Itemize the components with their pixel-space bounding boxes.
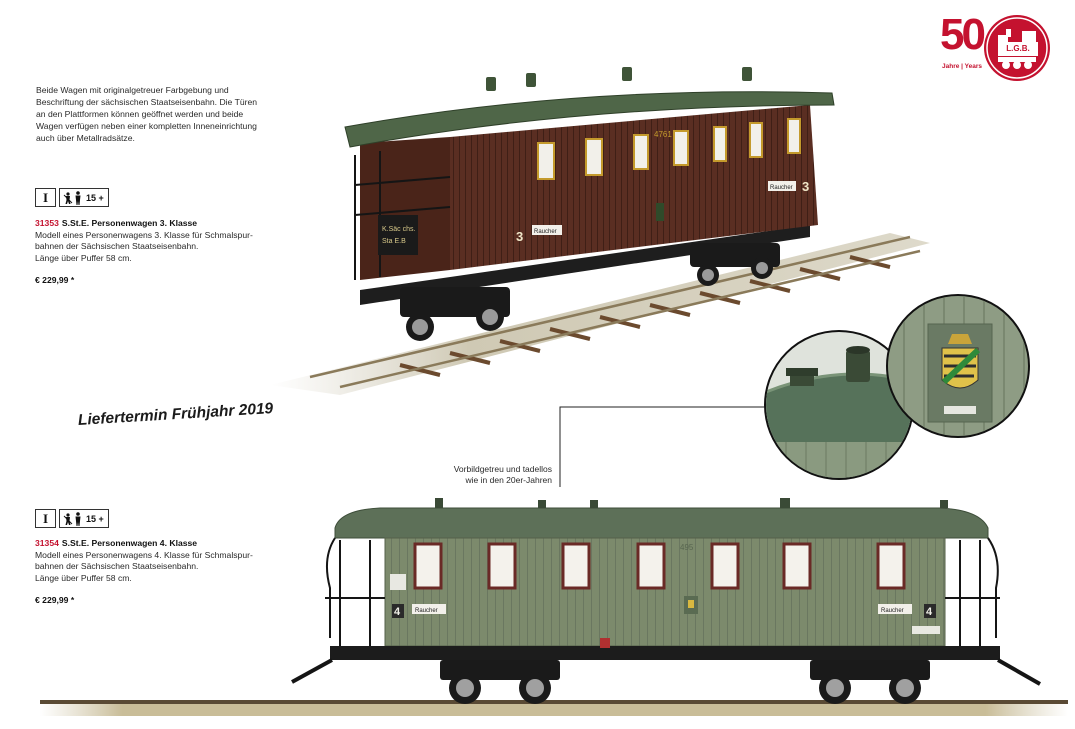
product-desc-line: bahnen der Sächsischen Staatseisenbahn.: [35, 241, 199, 251]
info-label-left: [390, 574, 406, 590]
product-icons-31353: I 15 +: [35, 188, 109, 207]
product-desc-line: Länge über Puffer 58 cm.: [35, 252, 132, 263]
logo-brand: L.G.B.: [998, 42, 1038, 56]
bogie-left: [440, 660, 560, 704]
product-icons-31354: I 15 +: [35, 509, 109, 528]
product-price: € 229,99 *: [35, 595, 75, 605]
roof-vents: [435, 498, 948, 508]
track-ballast: [40, 702, 1068, 716]
gauge-icon: I: [35, 509, 56, 528]
age-rating-label: 15 +: [86, 192, 104, 203]
smoker-sign-left: [412, 604, 446, 614]
car-windows: [537, 118, 801, 180]
detail-circle-roof-vents: [764, 330, 914, 480]
age-rating-badge: 15 +: [59, 509, 109, 528]
age-rating-badge: 15 +: [59, 188, 109, 207]
platform-railing-right: [945, 537, 1000, 648]
car-roof: [334, 507, 989, 539]
smoker-sign-right-text: Raucher: [770, 185, 793, 191]
smoker-sign-right-text: Raucher: [881, 608, 904, 614]
logo-number: 50: [940, 10, 986, 59]
car-windows: [413, 542, 906, 590]
product-desc-line: Modell eines Personenwagens 4. Klasse fü…: [35, 549, 253, 560]
product-desc-line: Modell eines Personenwagens 3. Klasse fü…: [35, 229, 253, 240]
bogie-right: [810, 660, 930, 704]
intro-line: Wagen verfügen neben einer kompletten In…: [36, 121, 257, 131]
brake-handle: [600, 638, 610, 648]
product-desc-line: Länge über Puffer 58 cm.: [35, 572, 132, 583]
gauge-icon: I: [35, 188, 56, 207]
car-number: 495: [680, 543, 694, 552]
intro-text: Beide Wagen mit originalgetreuer Farbgeb…: [36, 84, 286, 144]
callout-line: Vorbildgetreu und tadellos: [453, 464, 552, 474]
bogie-front: [400, 287, 510, 341]
smoker-sign-left-text: Raucher: [534, 229, 557, 235]
class-plate-right: [924, 604, 936, 618]
roof-vents: [486, 67, 752, 91]
class-number-right: 3: [802, 179, 809, 194]
adult-child-icon: [63, 511, 81, 526]
intro-line: Beschriftung der sächsischen Staatseisen…: [36, 97, 258, 107]
product-number: 31354: [35, 538, 59, 548]
platform-railing: [354, 151, 451, 280]
callout-leader-line: [559, 406, 770, 487]
class-number-left: 3: [516, 229, 523, 244]
end-plate-text-2: Sta E.B: [382, 238, 406, 245]
logo-disc: [984, 15, 1050, 81]
intro-line: auch über Metallradsätze.: [36, 133, 135, 143]
logo-subtitle: Jahre | Years: [942, 63, 983, 70]
smoker-sign-right: [878, 604, 912, 614]
product-number: 31353: [35, 218, 59, 228]
smoker-sign-right: [768, 181, 796, 191]
platform-railing-left: [325, 537, 385, 648]
end-plate: [378, 215, 418, 255]
delivery-date-heading: Liefertermin Frühjahr 2019: [77, 400, 274, 429]
age-rating-label: 15 +: [86, 513, 104, 524]
product-desc-line: bahnen der Sächsischen Staatseisenbahn.: [35, 561, 199, 571]
coupler-right: [997, 658, 1041, 686]
callout-line: wie in den 20er-Jahren: [465, 475, 552, 485]
coupler-left: [291, 658, 333, 684]
car-31353-image: K.Säc chs. Sta E.B 3 3 Raucher Raucher 4…: [270, 67, 930, 395]
bogie-rear: [690, 243, 780, 286]
track-rail: [40, 700, 1068, 704]
car-number: 4761: [654, 130, 672, 139]
detail-callout: Vorbildgetreu und tadellos wie in den 20…: [412, 464, 552, 486]
class-number-right: 4: [926, 606, 933, 618]
end-plate-text-1: K.Säc chs.: [382, 226, 416, 233]
detail-circle-coat-of-arms: [886, 294, 1030, 438]
car-31354-image: 4 Raucher Raucher 4 495: [40, 498, 1068, 716]
track-rails: [309, 235, 921, 389]
adult-child-icon: [63, 190, 81, 205]
smoker-sign-left: [532, 225, 562, 235]
coat-of-arms: [684, 596, 698, 614]
coat-of-arms-detail-image: [903, 296, 1025, 436]
class-number-left: 4: [394, 606, 401, 618]
coat-of-arms: [656, 203, 664, 221]
intro-line: Beide Wagen mit originalgetreuer Farbgeb…: [36, 85, 229, 95]
product-price: € 229,99 *: [35, 275, 75, 285]
lgb-50-years-logo: 50 L.G.B. Jahre | Years: [940, 10, 1062, 82]
intro-line: an den Plattformen können geöffnet werde…: [36, 109, 244, 119]
smoker-sign-left-text: Raucher: [415, 608, 438, 614]
underframe: [330, 646, 1000, 660]
locomotive-icon: [986, 17, 1048, 79]
info-label-right: [912, 626, 940, 634]
class-plate-left: [392, 604, 404, 618]
car-roof: [344, 91, 835, 148]
